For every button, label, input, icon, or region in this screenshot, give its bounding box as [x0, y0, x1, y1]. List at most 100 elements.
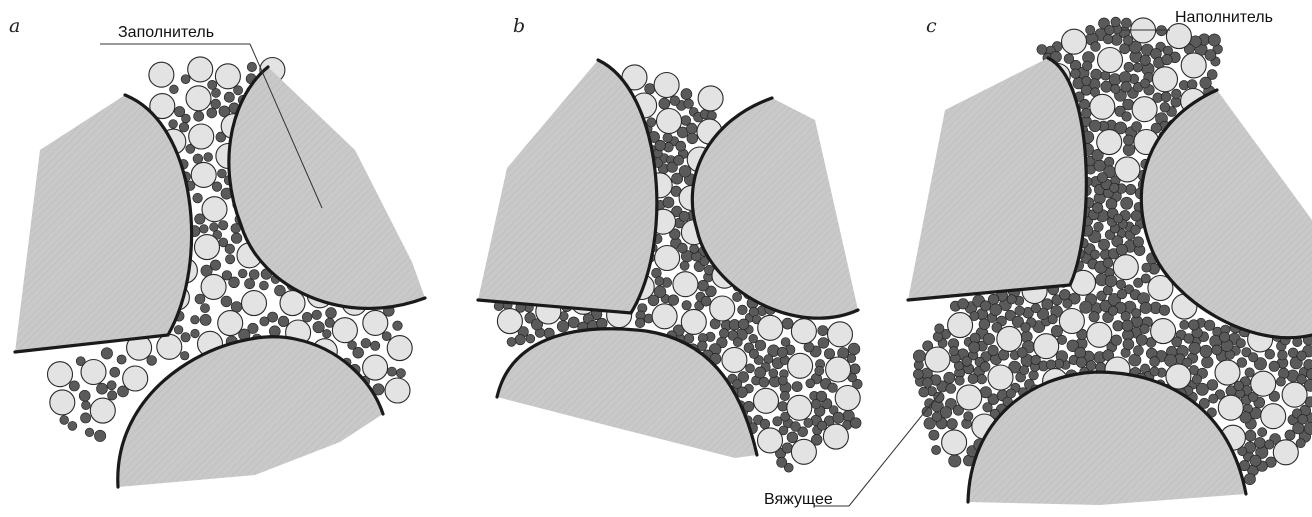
binder-particle	[1059, 289, 1070, 300]
binder-particle	[1142, 263, 1151, 272]
binder-particle	[778, 376, 787, 385]
binder-particle	[1150, 367, 1159, 376]
binder-particle	[655, 140, 666, 151]
binder-particle	[647, 118, 656, 127]
filler-particle	[201, 274, 226, 299]
binder-particle	[1200, 345, 1212, 357]
binder-particle	[1105, 25, 1115, 35]
binder-particle	[1110, 183, 1119, 192]
binder-particle	[759, 377, 769, 387]
filler-particle	[1273, 440, 1298, 465]
binder-particle	[1298, 414, 1308, 424]
binder-particle	[181, 75, 190, 84]
binder-particle	[680, 261, 689, 270]
filler-particle	[652, 304, 677, 329]
binder-particle	[1244, 474, 1255, 485]
filler-particle	[754, 388, 779, 413]
binder-particle	[848, 343, 860, 355]
binder-particle	[755, 367, 766, 378]
binder-particle	[1029, 371, 1039, 381]
binder-particle	[1082, 61, 1092, 71]
binder-particle	[557, 321, 569, 333]
binder-particle	[1063, 299, 1072, 308]
binder-particle	[1090, 250, 1099, 259]
binder-particle	[733, 379, 742, 388]
binder-particle	[225, 255, 234, 264]
binder-particle	[204, 153, 213, 162]
binder-particle	[387, 367, 396, 376]
binder-particle	[983, 333, 994, 344]
binder-particle	[1304, 359, 1312, 370]
binder-particle	[1091, 42, 1101, 52]
binder-particle	[1080, 301, 1092, 313]
binder-particle	[804, 418, 813, 427]
binder-particle	[1140, 302, 1151, 313]
binder-particle	[101, 348, 112, 359]
binder-particle	[371, 341, 380, 350]
binder-particle	[1103, 34, 1113, 44]
binder-particle	[922, 407, 932, 417]
filler-particle	[1090, 94, 1115, 119]
binder-particle	[1192, 375, 1201, 384]
binder-particle	[1109, 74, 1121, 86]
filler-particle	[657, 109, 682, 134]
binder-particle	[690, 244, 699, 253]
binder-particle	[238, 269, 247, 278]
binder-particle	[79, 390, 90, 401]
filler-particle	[1059, 309, 1084, 334]
binder-particle	[851, 418, 862, 429]
filler-particle	[123, 366, 148, 391]
binder-particle	[1064, 54, 1074, 64]
binder-particle	[1156, 26, 1166, 36]
binder-particle	[1285, 430, 1295, 440]
binder-particle	[932, 412, 942, 422]
binder-particle	[169, 120, 178, 129]
binder-particle	[382, 332, 391, 341]
binder-particle	[193, 193, 203, 203]
binder-particle	[1091, 69, 1102, 80]
binder-particle	[68, 421, 77, 430]
binder-particle	[919, 387, 929, 397]
binder-particle	[1048, 315, 1057, 324]
binder-particle	[733, 338, 742, 347]
binder-particle	[659, 98, 670, 109]
filler-particle	[157, 334, 182, 359]
binder-particle	[818, 338, 829, 349]
binder-particle	[1297, 351, 1307, 361]
binder-particle	[719, 329, 728, 338]
binder-particle	[1086, 361, 1096, 371]
binder-particle	[969, 342, 980, 353]
binder-particle	[964, 412, 973, 421]
binder-particle	[208, 80, 217, 89]
binder-particle	[326, 308, 337, 319]
filler-particle	[215, 64, 240, 89]
binder-particle	[1136, 335, 1147, 346]
binder-particle	[1276, 377, 1285, 386]
binder-particle	[247, 62, 256, 71]
binder-particle	[179, 122, 189, 132]
binder-particle	[670, 96, 680, 106]
binder-particle	[217, 169, 226, 178]
binder-particle	[1071, 69, 1081, 79]
binder-particle	[1031, 304, 1040, 313]
binder-particle	[1220, 332, 1230, 342]
binder-particle	[1209, 394, 1218, 403]
binder-particle	[170, 85, 179, 94]
binder-particle	[1082, 76, 1091, 85]
binder-particle	[681, 116, 691, 126]
binder-particle	[396, 369, 405, 378]
binder-particle	[663, 197, 674, 208]
binder-particle	[1180, 320, 1189, 329]
binder-particle	[929, 430, 939, 440]
binder-particle	[962, 357, 972, 367]
binder-particle	[1007, 295, 1016, 304]
binder-particle	[174, 325, 183, 334]
binder-particle	[1140, 55, 1150, 65]
filler-particle	[195, 235, 220, 260]
binder-particle	[1140, 324, 1150, 334]
filler-particle	[828, 322, 853, 347]
binder-particle	[923, 378, 933, 388]
filler-particle	[188, 57, 213, 82]
binder-particle	[1104, 157, 1114, 167]
